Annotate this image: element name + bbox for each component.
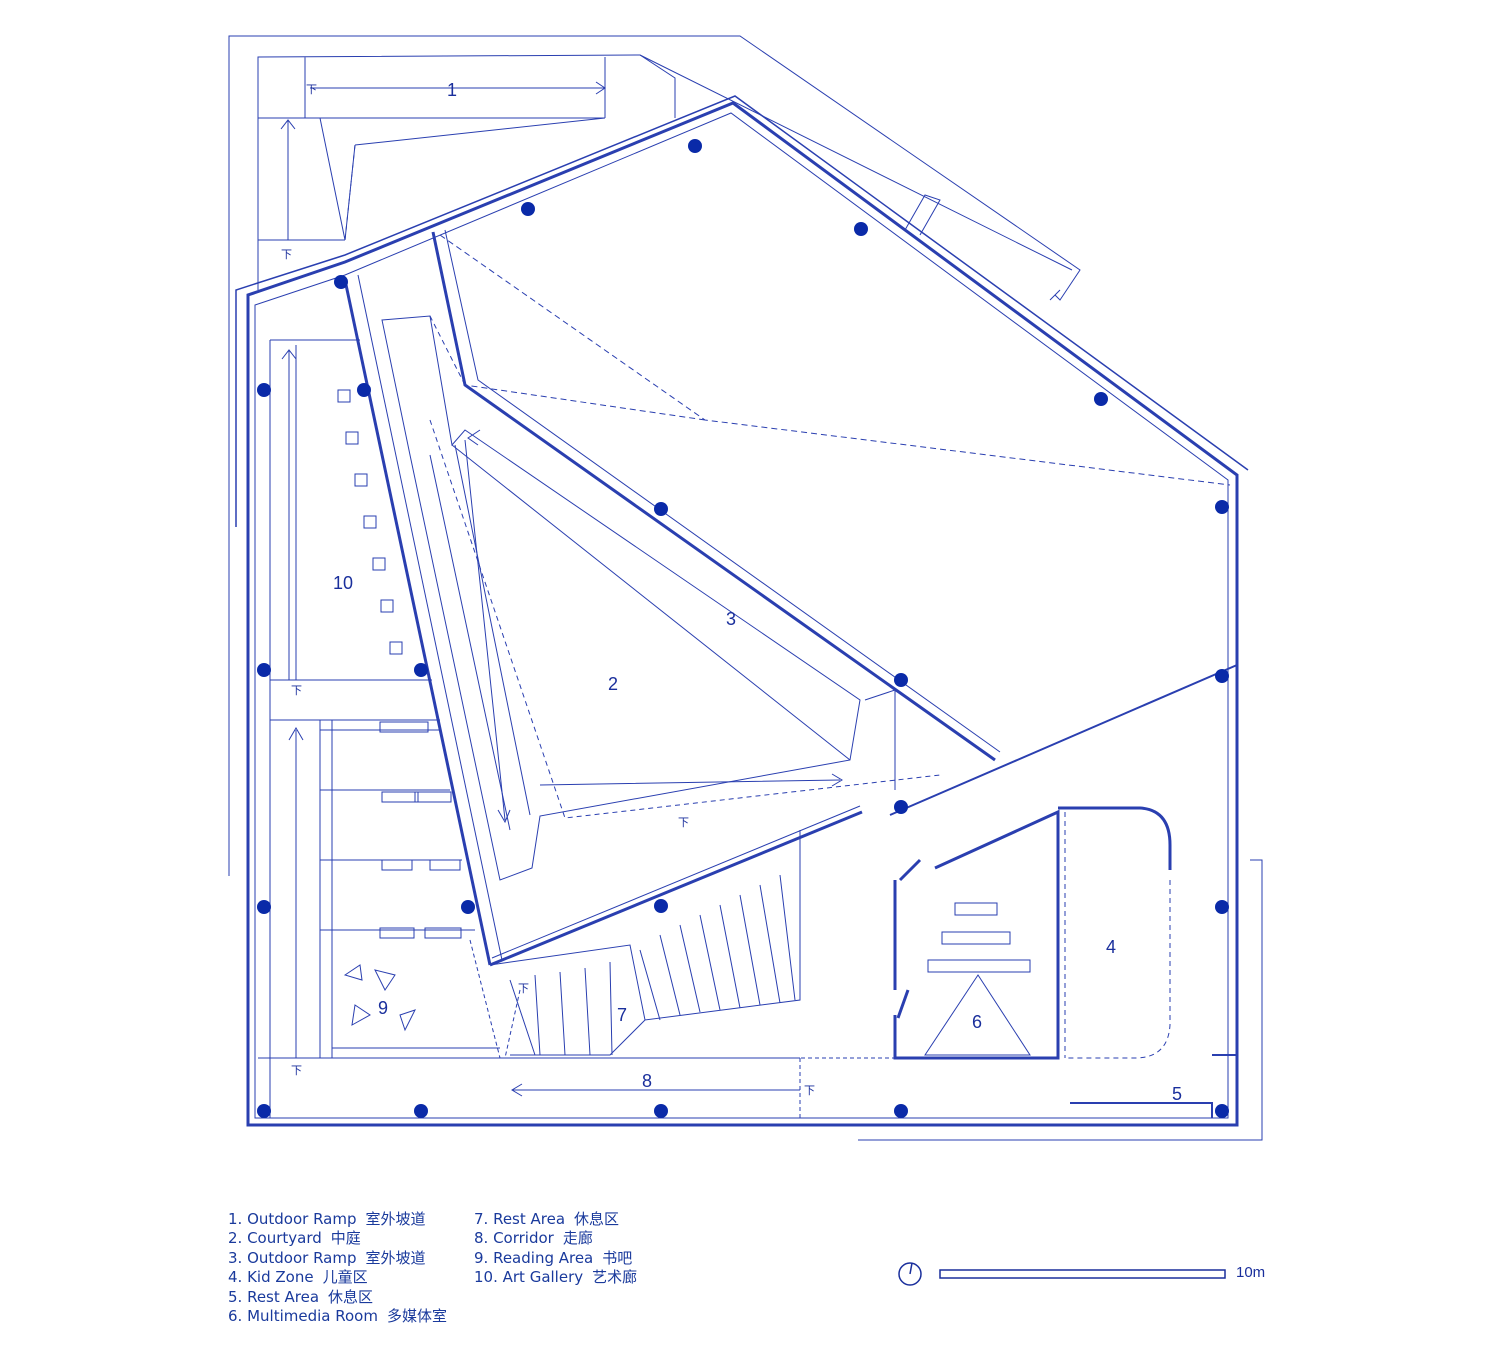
legend-item-zh: 书吧 (602, 1248, 633, 1267)
column (521, 202, 535, 216)
label-kid-zone: 4 (1106, 937, 1116, 957)
legend-item: 6. Multimedia Room 多媒体室 (228, 1307, 447, 1326)
column (654, 1104, 668, 1118)
legend-item: 8. Corridor 走廊 (474, 1229, 637, 1248)
legend-item-en: 6. Multimedia Room (228, 1307, 378, 1326)
legend-item-zh: 中庭 (330, 1229, 361, 1248)
column (257, 383, 271, 397)
reading-area-shelves (288, 720, 500, 1059)
column (1215, 500, 1229, 514)
corridor-arrow (511, 1083, 800, 1097)
label-rest-area-5: 5 (1172, 1084, 1182, 1104)
label-rest-area-7: 7 (617, 1005, 627, 1025)
column (654, 502, 668, 516)
ramp-1-arrow (310, 81, 606, 95)
label-multimedia-room: 6 (972, 1012, 982, 1032)
multimedia-seats (927, 902, 1031, 973)
courtyard-wall-west (343, 279, 492, 966)
legend-item: 3. Outdoor Ramp 室外坡道 (228, 1249, 447, 1268)
column (894, 673, 908, 687)
legend-item: 10. Art Gallery 艺术廊 (474, 1268, 637, 1287)
label-outdoor-ramp-3: 3 (726, 609, 736, 629)
legend-item-zh: 室外坡道 (365, 1248, 426, 1267)
down-marker: 下 (291, 684, 302, 697)
legend-item-en: 3. Outdoor Ramp (228, 1248, 357, 1267)
legend-item-en: 5. Rest Area (228, 1287, 320, 1306)
down-marker: 下 (518, 982, 529, 995)
site-outline (228, 35, 1263, 1141)
rest-area-stairs (489, 830, 801, 1056)
legend-item-en: 7. Rest Area (474, 1210, 566, 1228)
label-corridor: 8 (642, 1071, 652, 1091)
down-marker: 下 (306, 83, 317, 96)
column (414, 1104, 428, 1118)
legend-item-zh: 多媒体室 (386, 1307, 447, 1326)
ramp-arrow-down (464, 439, 511, 824)
legend-item: 9. Reading Area 书吧 (474, 1249, 637, 1268)
legend-item-zh: 休息区 (328, 1287, 374, 1306)
down-marker: 下 (804, 1084, 815, 1097)
legend-item-zh: 室外坡道 (365, 1210, 426, 1228)
legend-item-zh: 儿童区 (322, 1268, 368, 1287)
column (894, 1104, 908, 1118)
legend-item: 4. Kid Zone 儿童区 (228, 1268, 447, 1287)
courtyard-ramp (381, 315, 896, 881)
legend-item: 7. Rest Area 休息区 (474, 1210, 637, 1229)
column (257, 1104, 271, 1118)
structural-columns (257, 139, 1229, 1118)
column (461, 900, 475, 914)
legend-item-en: 2. Courtyard (228, 1229, 322, 1248)
column (414, 663, 428, 677)
label-art-gallery: 10 (333, 573, 353, 593)
down-marker: 下 (678, 816, 689, 829)
legend-item-en: 1. Outdoor Ramp (228, 1210, 357, 1228)
projection-triangle (924, 974, 1031, 1056)
legend-item-en: 9. Reading Area (474, 1248, 594, 1267)
multimedia-room-wall (893, 809, 1060, 1060)
label-outdoor-ramp-1: 1 (447, 80, 457, 100)
ramp-arrow-right (539, 773, 843, 787)
rest-area-bench (1070, 1054, 1238, 1125)
legend-item-zh: 走廊 (562, 1229, 593, 1248)
art-gallery-exhibits (337, 389, 403, 655)
outer-wall (246, 101, 1239, 1127)
column (854, 222, 868, 236)
column (688, 139, 702, 153)
legend-item: 2. Courtyard 中庭 (228, 1229, 447, 1248)
column (334, 275, 348, 289)
legend-item-en: 4. Kid Zone (228, 1268, 314, 1287)
column (1094, 392, 1108, 406)
legend-item-en: 10. Art Gallery (474, 1268, 584, 1287)
outdoor-ramp-top (257, 54, 676, 290)
column (1215, 669, 1229, 683)
legend-item-zh: 艺术廊 (592, 1268, 638, 1287)
gallery-ramp-arrow-up (280, 119, 296, 240)
down-marker: 下 (291, 1064, 302, 1077)
legend-item-en: 8. Corridor (474, 1229, 554, 1248)
scale-label: 10m (1236, 1264, 1266, 1281)
column (894, 800, 908, 814)
column (654, 899, 668, 913)
art-gallery-ramp (269, 339, 440, 1118)
column (1215, 1104, 1229, 1118)
down-marker: 下 (281, 248, 292, 261)
legend-item-zh: 休息区 (574, 1210, 620, 1228)
label-courtyard: 2 (608, 674, 618, 694)
scale-bar (939, 1269, 1226, 1279)
courtyard-wall-south (489, 810, 863, 967)
legend-item: 5. Rest Area 休息区 (228, 1288, 447, 1307)
courtyard-wall-north (431, 231, 996, 762)
column (257, 900, 271, 914)
column (357, 383, 371, 397)
legend-item: 1. Outdoor Ramp 室外坡道 (228, 1210, 447, 1229)
kid-zone-wall (1058, 806, 1172, 870)
north-arrow-icon (898, 1262, 922, 1286)
column (257, 663, 271, 677)
reading-area-seats (379, 721, 462, 939)
column (1215, 900, 1229, 914)
label-reading-area: 9 (378, 998, 388, 1018)
